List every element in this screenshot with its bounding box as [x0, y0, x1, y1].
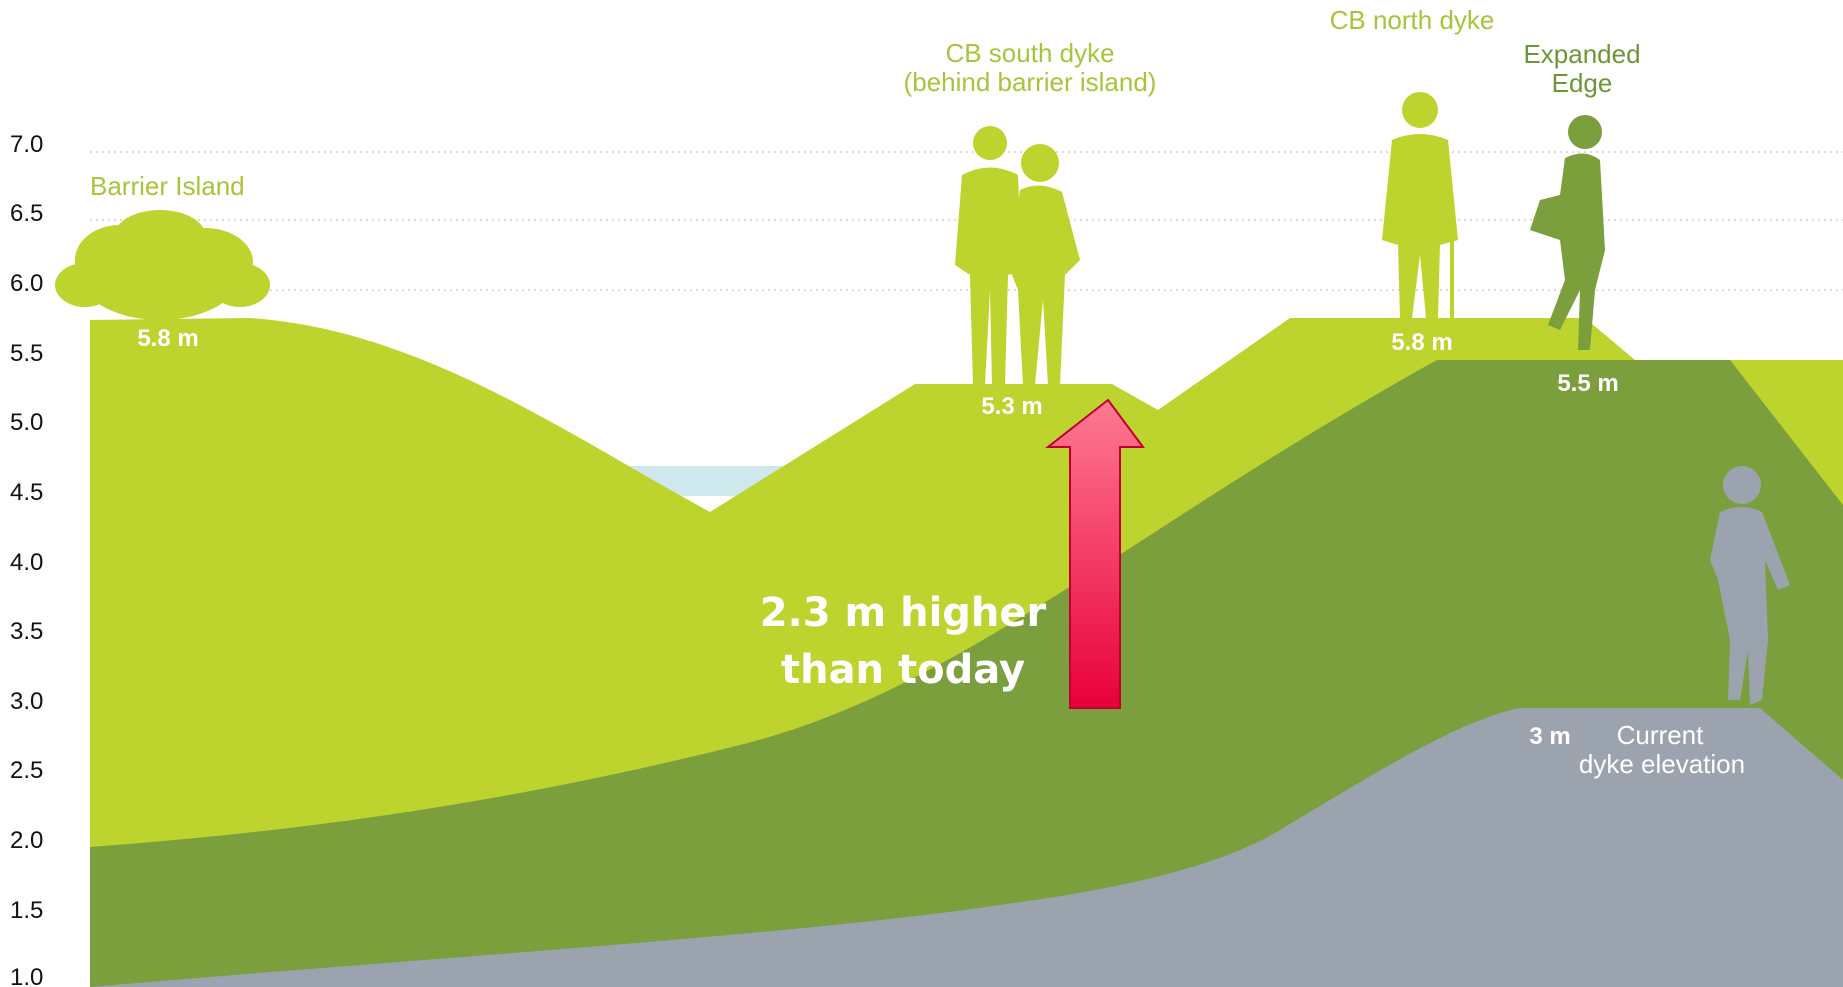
y-tick-4-0: 4.0: [10, 549, 43, 576]
expanded-edge-label-line2: Edge: [1552, 68, 1613, 98]
current-dyke-elevation: 3 m: [1529, 723, 1570, 750]
y-tick-6-0: 6.0: [10, 270, 43, 297]
increase-arrow-icon: [1045, 398, 1145, 709]
shrub-icon: [55, 210, 270, 320]
current-dyke-profile: [90, 708, 1843, 987]
y-tick-5-5: 5.5: [10, 340, 43, 367]
barrier-island-label: Barrier Island: [90, 171, 245, 201]
y-tick-4-5: 4.5: [10, 479, 43, 506]
cb-south-dyke-label-line2: (behind barrier island): [904, 67, 1157, 97]
current-dyke-label-line1: Current: [1617, 720, 1704, 750]
height-increase-callout-line2: than today: [781, 647, 1025, 693]
elderly-man-silhouette-icon: [1382, 92, 1458, 318]
y-tick-1-0: 1.0: [10, 964, 43, 987]
y-axis: 7.0 6.5 6.0 5.5 5.0 4.5 4.0 3.5 3.0 2.5 …: [10, 131, 43, 987]
cb-north-dyke-elevation: 5.8 m: [1391, 329, 1452, 356]
y-tick-5-0: 5.0: [10, 409, 43, 436]
barrier-island-elevation: 5.8 m: [137, 325, 198, 352]
current-dyke-label-line2: dyke elevation: [1579, 749, 1745, 779]
cb-south-dyke-label-line1: CB south dyke: [945, 38, 1114, 68]
woman-walking-silhouette-icon: [1530, 115, 1605, 350]
cb-south-dyke-elevation: 5.3 m: [981, 393, 1042, 420]
y-tick-3-5: 3.5: [10, 618, 43, 645]
y-tick-3-0: 3.0: [10, 688, 43, 715]
expanded-edge-label-line1: Expanded: [1523, 39, 1640, 69]
expanded-edge-elevation: 5.5 m: [1557, 370, 1618, 397]
y-tick-7-0: 7.0: [10, 131, 43, 158]
y-tick-2-5: 2.5: [10, 757, 43, 784]
height-increase-callout-line1: 2.3 m higher: [760, 590, 1047, 636]
y-tick-6-5: 6.5: [10, 200, 43, 227]
couple-silhouette-icon: [955, 126, 1080, 385]
y-tick-1-5: 1.5: [10, 897, 43, 924]
y-tick-2-0: 2.0: [10, 827, 43, 854]
person-walking-silhouette-icon: [1710, 466, 1790, 705]
cb-north-dyke-label: CB north dyke: [1330, 5, 1495, 35]
